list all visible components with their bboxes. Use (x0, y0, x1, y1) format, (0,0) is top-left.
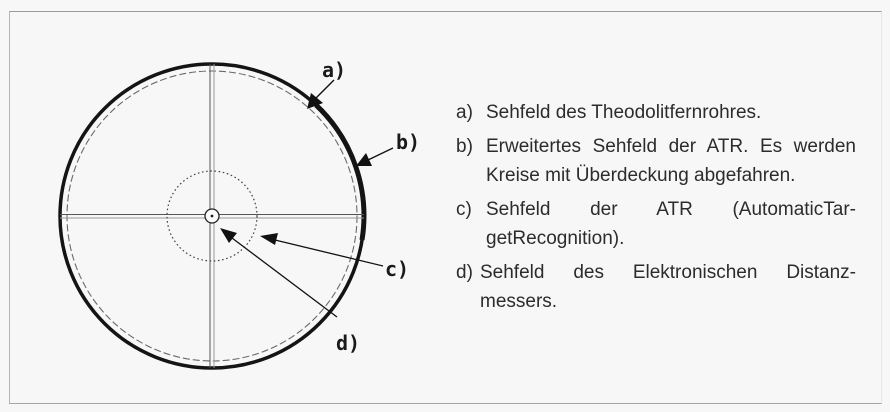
figure-frame (9, 11, 882, 404)
callout-d (220, 228, 338, 318)
callout-c (260, 233, 384, 267)
legend-text-c: Sehfeld der ATR (AutomaticTar-getRecogni… (486, 199, 856, 249)
callout-b-label: b) (396, 130, 420, 154)
legend-marker-a: a) (456, 102, 473, 123)
legend-list: a) Sehfeld des Theodolitfernrohres. b) E… (456, 98, 856, 321)
callout-b (356, 147, 394, 166)
edm-center-dot (210, 214, 214, 218)
legend-text-b: Erweitertes Sehfeld der ATR. Es werden K… (486, 136, 856, 186)
legend-item-b: b) Erweitertes Sehfeld der ATR. Es werde… (456, 132, 856, 190)
legend-marker-d: d) (456, 262, 473, 283)
callout-c-label: c) (385, 257, 409, 281)
callout-a (307, 79, 335, 109)
legend-item-a: a) Sehfeld des Theodolitfernrohres. (456, 98, 856, 127)
callout-d-label: d) (336, 331, 360, 355)
legend-text-a: Sehfeld des Theodolitfernrohres. (486, 102, 762, 123)
legend-item-c: c) Sehfeld der ATR (AutomaticTar-getReco… (456, 195, 856, 253)
extended-atr-field-circle (66, 70, 358, 362)
legend-text-d: Sehfeld des Elektronischen Distanz-messe… (480, 262, 856, 312)
legend-marker-b: b) (456, 136, 473, 157)
telescope-field-arc-highlight (314, 103, 367, 241)
callout-a-label: a) (322, 58, 346, 82)
legend-item-d: d) Sehfeld des Elektronischen Distanz-me… (456, 258, 856, 316)
legend-marker-c: c) (456, 199, 472, 220)
atr-field-circle (166, 170, 258, 262)
